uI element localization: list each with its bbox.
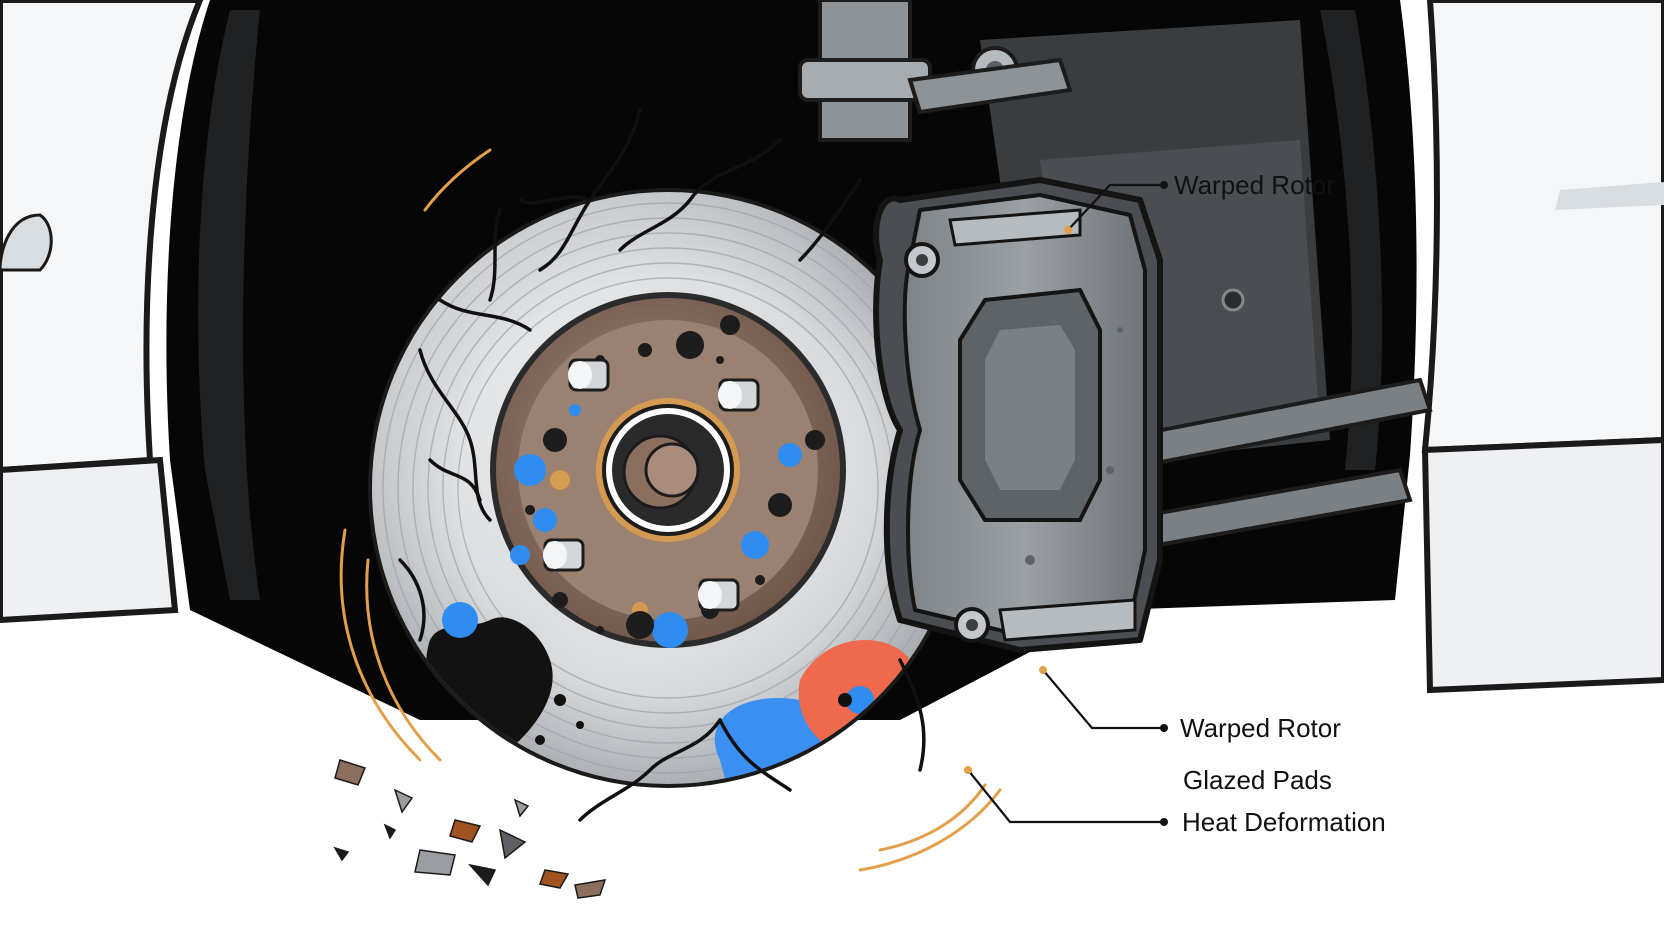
label-warped-rotor: Warped Rotor: [1180, 713, 1341, 743]
brake-rotor: [368, 108, 968, 822]
label-heat-deformation: Heat Deformation: [1182, 807, 1386, 837]
label-warped-rotor-top: Warped Rotor: [1174, 170, 1335, 200]
brake-caliper: [873, 177, 1163, 653]
suspension: [798, 0, 1433, 553]
callout-dots: [964, 181, 1168, 826]
hub-blue-spots: [510, 404, 802, 648]
motion-lines: [339, 148, 1002, 872]
lug-studs: [543, 358, 760, 612]
debris: [333, 759, 607, 899]
callout-leaders: [967, 183, 1164, 824]
label-glazed-pads: Glazed Pads: [1183, 765, 1332, 795]
rotor-cracks: [398, 108, 926, 822]
